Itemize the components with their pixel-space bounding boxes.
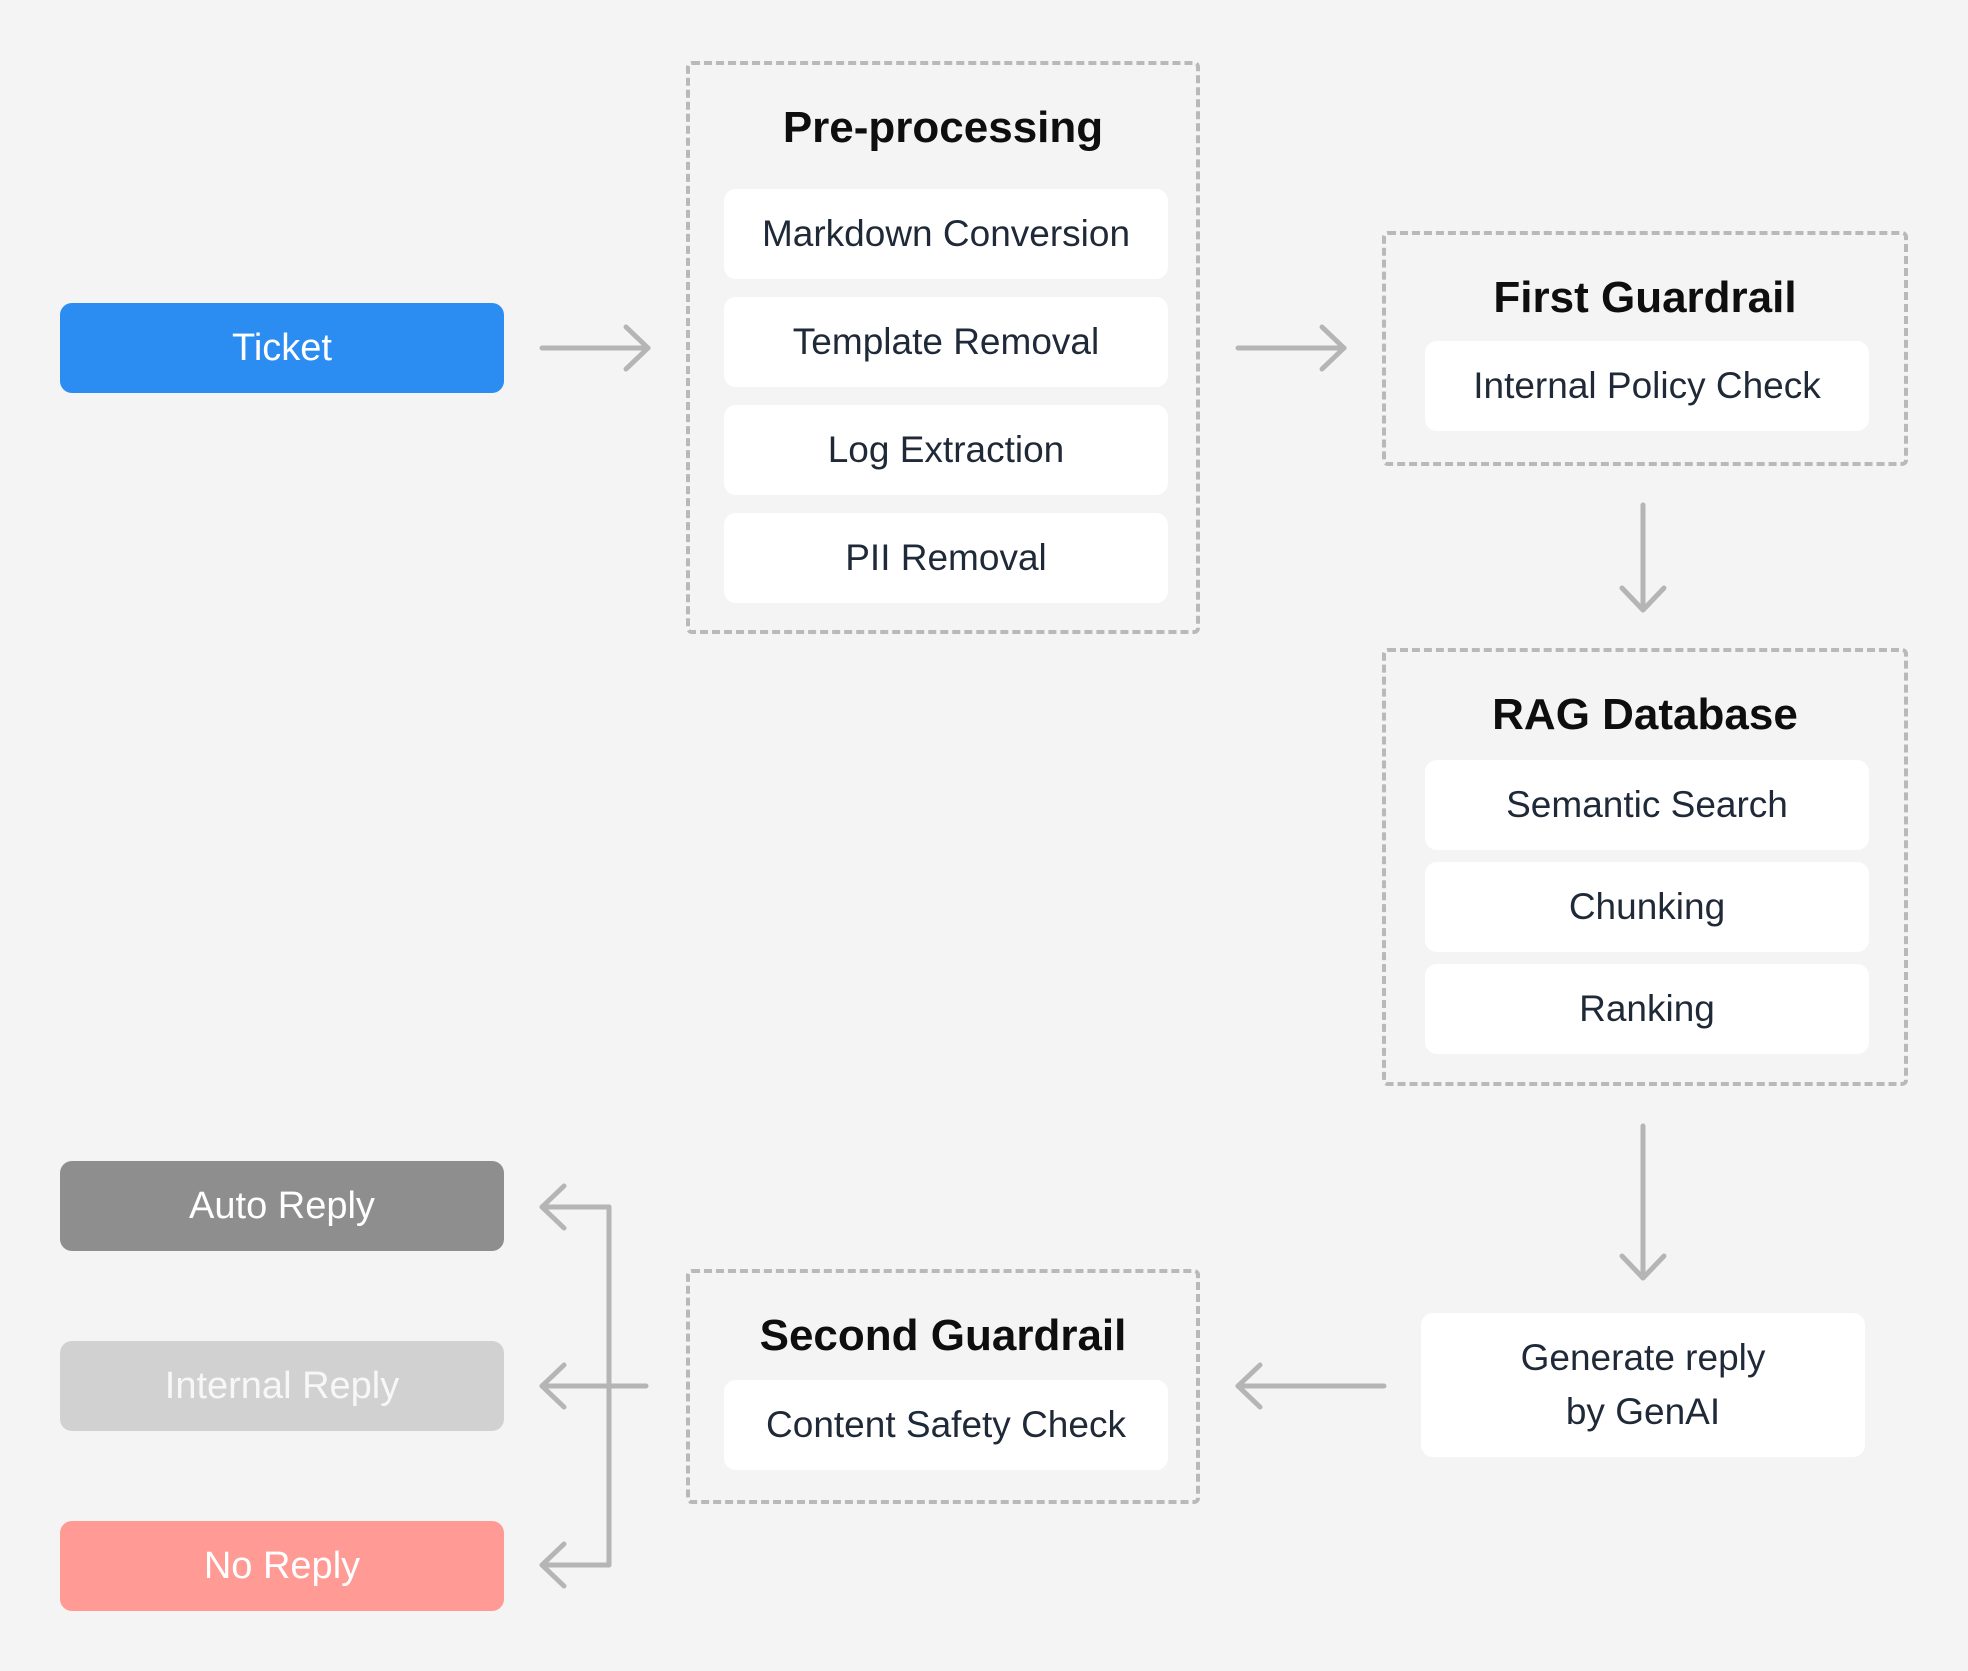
generate-reply-node: Generate reply by GenAI [1421, 1313, 1865, 1457]
arrow-ticket-to-preprocessing [539, 324, 651, 372]
preprocessing-step: Log Extraction [724, 405, 1168, 495]
first-guardrail-group: First Guardrail Internal Policy Check [1382, 231, 1908, 466]
ticket-node: Ticket [60, 303, 504, 393]
auto-reply-label: Auto Reply [189, 1184, 375, 1227]
preprocessing-title: Pre-processing [782, 103, 1104, 152]
rag-database-step-label: Chunking [1568, 886, 1726, 927]
arrow-second-guardrail-to-outcomes [539, 1183, 649, 1589]
preprocessing-step-label: Template Removal [792, 321, 1100, 362]
rag-database-title: RAG Database [1492, 690, 1798, 739]
preprocessing-step-label: Markdown Conversion [761, 213, 1131, 254]
auto-reply-node: Auto Reply [60, 1161, 504, 1251]
preprocessing-step: Template Removal [724, 297, 1168, 387]
arrow-first-guardrail-to-rag [1619, 502, 1667, 613]
preprocessing-step-label: Log Extraction [827, 429, 1065, 470]
first-guardrail-title: First Guardrail [1493, 273, 1797, 322]
preprocessing-step: PII Removal [724, 513, 1168, 603]
first-guardrail-step: Internal Policy Check [1425, 341, 1869, 431]
second-guardrail-step-label: Content Safety Check [766, 1404, 1126, 1445]
second-guardrail-group: Second Guardrail Content Safety Check [686, 1269, 1200, 1504]
generate-reply-line: Generate reply [1520, 1337, 1766, 1378]
preprocessing-group: Pre-processing Markdown Conversion Templ… [686, 61, 1200, 634]
rag-database-group: RAG Database Semantic Search Chunking Ra… [1382, 648, 1908, 1086]
rag-database-step: Chunking [1425, 862, 1869, 952]
second-guardrail-step: Content Safety Check [724, 1380, 1168, 1470]
rag-database-step: Ranking [1425, 964, 1869, 1054]
arrow-preprocessing-to-first-guardrail [1235, 324, 1347, 372]
no-reply-label: No Reply [203, 1544, 361, 1587]
ticket-label: Ticket [232, 326, 332, 369]
no-reply-node: No Reply [60, 1521, 504, 1611]
rag-database-step-label: Semantic Search [1506, 784, 1788, 825]
arrow-rag-to-generate [1619, 1123, 1667, 1281]
generate-reply-line: by GenAI [1565, 1391, 1721, 1432]
rag-database-step-label: Ranking [1579, 988, 1715, 1029]
internal-reply-node: Internal Reply [60, 1341, 504, 1431]
first-guardrail-step-label: Internal Policy Check [1473, 365, 1821, 406]
generate-reply-text: Generate reply by GenAI [1521, 1331, 1766, 1439]
arrow-generate-to-second-guardrail [1235, 1362, 1387, 1410]
preprocessing-step-label: PII Removal [845, 537, 1047, 578]
rag-database-step: Semantic Search [1425, 760, 1869, 850]
internal-reply-label: Internal Reply [164, 1364, 400, 1407]
preprocessing-step: Markdown Conversion [724, 189, 1168, 279]
second-guardrail-title: Second Guardrail [759, 1311, 1127, 1360]
